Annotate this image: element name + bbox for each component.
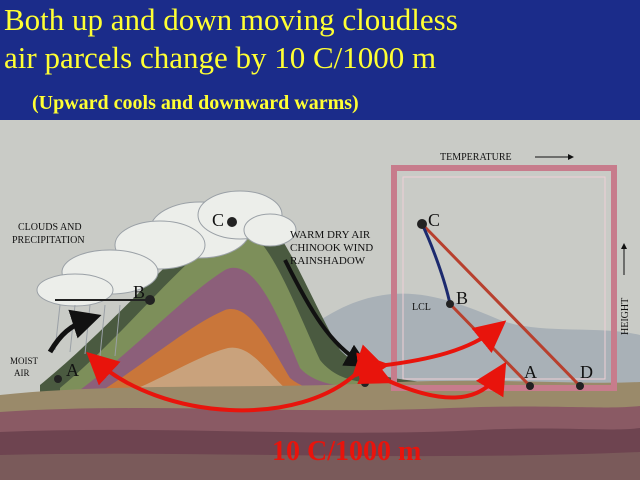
ground-strata-3 [0,428,640,460]
label-warm-air-1: WARM DRY AIR [290,229,371,241]
point-a-dot [54,375,62,383]
mountain-diagram: CLOUDS AND PRECIPITATION WARM DRY AIR CH… [0,120,640,480]
graph-point-d-label: D [580,362,593,382]
point-c-label: C [212,210,224,230]
cloud-mass [36,190,297,307]
point-b-dot [145,295,155,305]
graph-point-d-dot [576,382,584,390]
graph-point-a-dot [526,382,534,390]
dry-adiabat-descent [420,222,582,388]
point-c-dot [227,217,237,227]
point-d-dot [361,379,369,387]
rate-label: 10 C/1000 m [272,436,421,467]
moist-adiabat [420,223,452,305]
label-warm-air-2: CHINOOK WIND [290,242,373,254]
temperature-axis-label: TEMPERATURE [440,152,512,163]
label-warm-air-3: RAINSHADOW [290,255,366,267]
graph-point-c-dot [417,219,427,229]
title-line-2: air parcels change by 10 C/1000 m [4,40,437,75]
subtitle: (Upward cools and downward warms) [32,92,359,114]
label-clouds-1: CLOUDS AND [18,222,82,233]
point-a-label: A [66,360,79,380]
label-moist-air-1: MOIST [10,356,39,366]
title-line-1: Both up and down moving cloudless [4,2,458,37]
label-clouds-2: PRECIPITATION [12,235,85,246]
lcl-label: LCL [412,302,431,313]
red-arrow-ad-mountain [86,344,386,413]
point-b-label: B [133,282,145,302]
height-axis-label: HEIGHT [620,298,631,335]
graph-point-a-label: A [524,362,537,382]
ground-strata-4 [0,452,640,480]
label-moist-air-2: AIR [14,368,30,378]
red-arrow-ad-graph [357,355,507,400]
graph-point-b-label: B [456,288,468,308]
rising-air-arrow [47,309,102,354]
graph-point-b-dot [446,300,454,308]
graph-point-c-label: C [428,210,440,230]
